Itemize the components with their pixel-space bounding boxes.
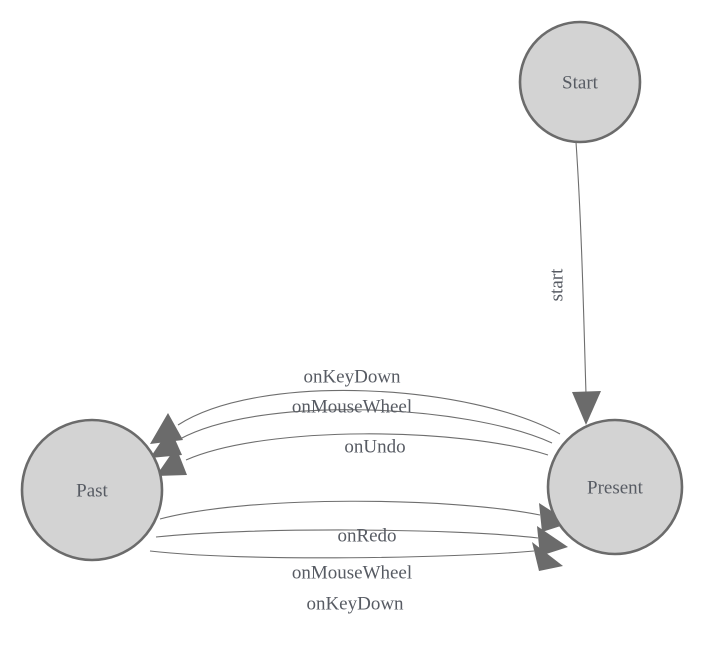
edge-past-to-present-keydown-arrowhead <box>532 542 563 571</box>
edge-past-to-present-keydown[interactable] <box>149 542 563 571</box>
edge-past-to-present-keydown-path <box>149 550 535 559</box>
edge-label-past-present-redo: onRedo <box>337 525 396 546</box>
node-start-label: Start <box>562 72 599 93</box>
node-present[interactable]: Present <box>546 418 684 556</box>
edge-label-past-present-mousewheel: onMouseWheel <box>292 562 412 583</box>
node-start-circle <box>518 20 642 144</box>
edge-label-past-present-keydown: onKeyDown <box>306 593 404 614</box>
node-present-circle <box>546 418 684 556</box>
edge-past-to-present-mousewheel-arrowhead <box>537 526 568 556</box>
edge-past-to-present-mousewheel-path <box>155 529 539 539</box>
edge-present-to-past-undo-path <box>185 433 549 461</box>
edge-label-present-past-undo: onUndo <box>344 436 405 457</box>
edge-label-present-past-mousewheel: onMouseWheel <box>292 396 412 417</box>
edge-present-to-past-keydown[interactable] <box>150 389 561 444</box>
edge-present-to-past-undo-arrowhead <box>156 447 187 476</box>
edge-label-start: start <box>546 268 567 301</box>
edge-past-to-present-redo-path <box>159 500 541 520</box>
edge-present-to-past-keydown-path <box>177 389 561 435</box>
edge-start-to-present-arrowhead <box>572 391 601 425</box>
node-present-label: Present <box>587 477 644 498</box>
node-start[interactable]: Start <box>518 20 642 144</box>
node-past[interactable]: Past <box>20 418 164 562</box>
edge-start-to-present-path <box>575 141 587 395</box>
node-past-label: Past <box>76 480 108 501</box>
edge-past-to-present-mousewheel[interactable] <box>155 526 568 556</box>
edge-present-to-past-keydown-arrowhead <box>150 413 183 444</box>
node-past-circle <box>20 418 164 562</box>
edge-present-to-past-mousewheel-path <box>179 409 553 444</box>
edge-present-to-past-undo[interactable] <box>156 433 549 476</box>
edge-start-to-present[interactable] <box>572 141 601 425</box>
edge-label-present-past-keydown: onKeyDown <box>303 366 401 387</box>
